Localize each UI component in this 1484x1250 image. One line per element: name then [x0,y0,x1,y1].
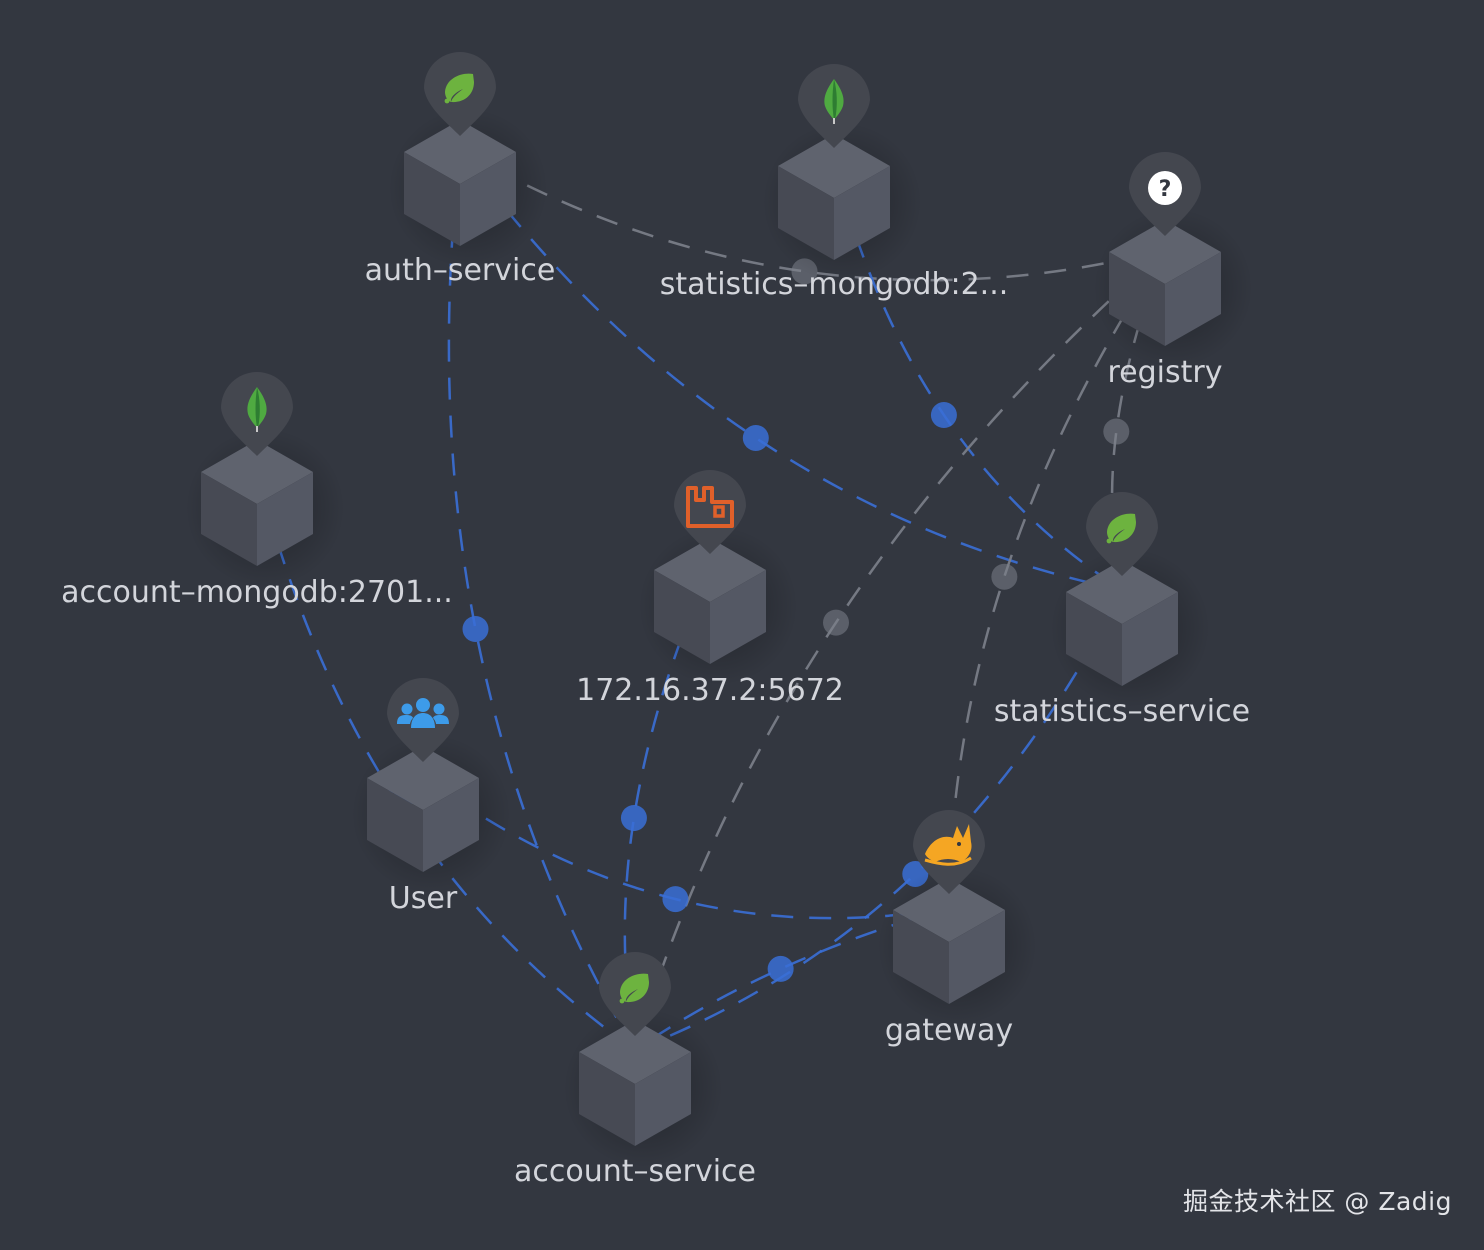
node-label: registry [1108,355,1223,390]
node-label: gateway [885,1013,1013,1048]
node-label: 172.16.37.2:5672 [576,673,844,708]
node-account-mongodb[interactable]: account–mongodb:2701... [61,372,453,610]
edge-registry-to-account-service[interactable] [633,249,1166,1051]
node-cube-icon [654,538,766,664]
node-label: account–mongodb:2701... [61,575,453,610]
node-badge [913,810,985,894]
edge-midpoint-dot[interactable] [930,402,957,429]
node-cube-icon [404,120,516,246]
node-cube-icon [893,878,1005,1004]
edge-midpoint-dot[interactable] [767,955,794,982]
node-label: User [389,881,458,916]
edge-registry-to-gateway[interactable] [947,249,1167,909]
node-auth-service[interactable]: auth–service [365,52,556,288]
node-badge [1086,492,1158,576]
node-badge [387,678,459,762]
node-label: account–service [514,1154,756,1189]
node-label: statistics–service [994,694,1250,729]
nodes-layer: auth–service statistics–mongodb:2... regis… [61,52,1253,1189]
node-badge [221,372,293,456]
edge-line [447,149,637,1051]
node-badge [1129,152,1201,236]
node-cube-icon [367,746,479,872]
node-badge [424,52,496,136]
node-statistics-mongodb[interactable]: statistics–mongodb:2... [660,64,1009,302]
node-badge [798,64,870,148]
node-user[interactable]: User [351,678,511,916]
node-label: statistics–mongodb:2... [660,267,1009,302]
node-badge [599,952,671,1036]
node-cube-icon [1066,560,1178,686]
edge-auth-service-to-account-service[interactable] [447,149,637,1051]
node-cube-icon [1109,220,1221,346]
edge-midpoint-dot[interactable] [991,563,1018,590]
edge-midpoint-dot[interactable] [620,805,647,831]
node-badge [674,470,746,554]
node-account-service[interactable]: account–service [514,952,756,1189]
node-rabbitmq[interactable]: 172.16.37.2:5672 [576,470,844,708]
edge-midpoint-dot[interactable] [742,424,769,451]
edge-midpoint-dot[interactable] [823,609,849,636]
edge-midpoint-dot[interactable] [462,616,489,642]
edge-midpoint-dot[interactable] [1103,418,1130,445]
edge-line [459,148,1166,282]
edge-midpoint-dot[interactable] [662,886,689,913]
node-cube-icon [579,1020,691,1146]
edge-line [255,469,636,1052]
node-label: auth–service [365,253,556,288]
node-cube-icon [778,134,890,260]
question-icon [1148,171,1182,205]
node-statistics-service[interactable]: statistics–service [994,492,1250,729]
watermark-text: 掘金技术社区 @ Zadig [1182,1187,1452,1216]
node-registry[interactable]: registry [1093,152,1253,390]
node-cube-icon [201,440,313,566]
node-gateway[interactable]: gateway [877,810,1037,1048]
